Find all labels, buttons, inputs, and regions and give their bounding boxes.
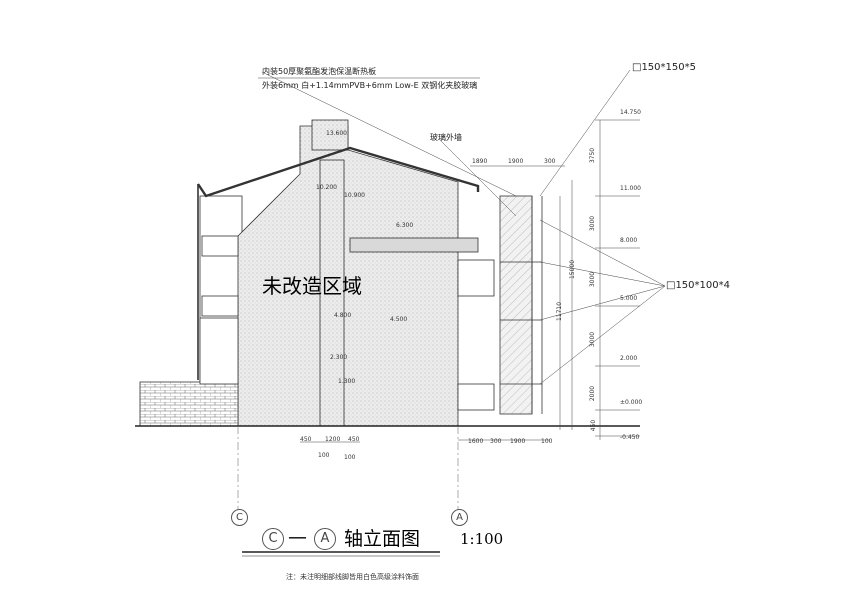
balcony-right-top	[457, 259, 495, 297]
title-axis-a: A	[314, 528, 336, 550]
footnote: 注：未注明细部线脚皆用白色高级涂料饰面	[286, 573, 419, 581]
dim-br-1600: 1600	[468, 438, 484, 445]
chimney	[311, 119, 349, 151]
dim-v-450: 450	[590, 419, 598, 432]
dim-v-3750: 3750	[589, 147, 597, 164]
dim-v-2000: 2000	[589, 385, 597, 402]
axis-marker-a: A	[451, 509, 468, 526]
elev-11000: 11.000	[620, 185, 641, 192]
elev-2300: 2.300	[330, 354, 348, 361]
dim-total-15000: 15000	[569, 259, 577, 280]
dim-bl-1200: 1200	[325, 436, 341, 443]
elev-10900: 10.900	[344, 192, 365, 199]
title-underline	[242, 551, 440, 557]
roof-line	[197, 146, 480, 198]
axis-marker-c: C	[231, 509, 248, 526]
elev-8000: 8.000	[620, 237, 638, 244]
elev-6300: 6.300	[396, 222, 414, 229]
dim-top-1890: 1890	[472, 158, 488, 165]
elev-minus-0450: -0.450	[620, 434, 640, 441]
balcony-left-mid	[201, 295, 239, 317]
note-line-2: 外装6mm 白+1.14mmPVB+6mm Low-E 双钢化夹胶玻璃	[262, 81, 478, 90]
glass-wall-group	[499, 195, 543, 415]
axis-lines	[237, 426, 459, 510]
drawing-title: 轴立面图	[344, 528, 421, 550]
elev-2000: 2.000	[620, 355, 638, 362]
elev-13600: 13.600	[326, 130, 347, 137]
section-side-label: □150*100*4	[666, 280, 730, 291]
dim-br-300: 300	[490, 438, 502, 445]
drawing-scale: 1:100	[460, 530, 504, 548]
dim-top-1900: 1900	[508, 158, 524, 165]
dim-v-3000-c: 3000	[589, 331, 597, 348]
elev-0000: ±0.000	[620, 399, 643, 406]
elev-14750: 14.750	[620, 109, 641, 116]
glass-wall	[499, 195, 533, 415]
elev-1300: 1.300	[338, 378, 356, 385]
dim-br-100: 100	[541, 438, 553, 445]
dim-bl-450-a: 450	[300, 436, 312, 443]
elev-4500: 4.500	[390, 316, 408, 323]
glass-wall-label: 玻璃外墙	[430, 133, 462, 142]
dim-br-1900: 1900	[510, 438, 526, 445]
title-dash: —	[288, 526, 307, 548]
note-line-1: 内装50厚聚氨酯发泡保温断热板	[262, 67, 377, 76]
low-wall	[199, 317, 239, 385]
balcony-right-low	[457, 383, 495, 411]
elev-4800: 4.800	[334, 312, 352, 319]
dim-bl-100-b: 100	[344, 454, 356, 461]
dim-bl-100-a: 100	[318, 452, 330, 459]
building-body	[139, 119, 495, 427]
cornice-band	[349, 237, 479, 253]
dim-v-3000-a: 3000	[589, 215, 597, 232]
unmodified-area-label: 未改造区域	[262, 274, 362, 298]
dimension-lines	[258, 69, 666, 443]
dim-v-3000-b: 3000	[589, 271, 597, 288]
dim-top-300: 300	[544, 158, 556, 165]
brick-wall	[139, 381, 239, 427]
dim-bl-450-b: 450	[348, 436, 360, 443]
balcony-left-top	[201, 235, 239, 257]
title-axis-c: C	[262, 528, 284, 550]
elev-10200: 10.200	[316, 184, 337, 191]
elev-5000: 5.000	[620, 295, 638, 302]
section-top-label: □150*150*5	[632, 62, 696, 73]
dim-total-11710: 11710	[556, 301, 564, 322]
